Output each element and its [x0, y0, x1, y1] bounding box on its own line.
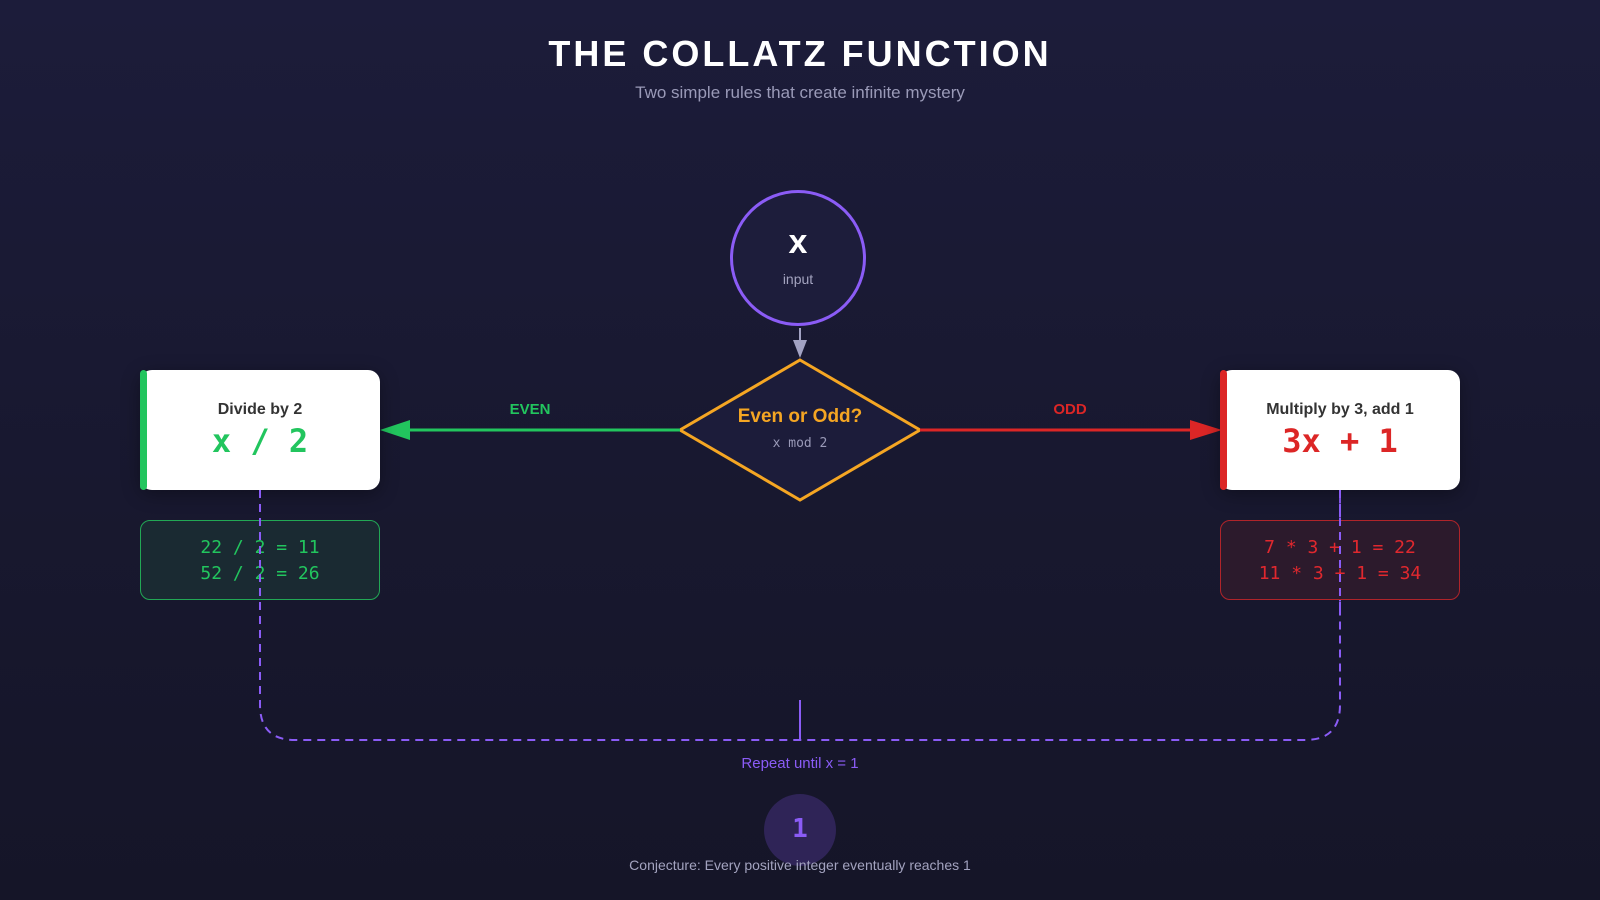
decision-diamond: [677, 358, 923, 502]
left-arrow-icon: [380, 420, 410, 440]
even-rule-formula: x / 2: [211, 422, 309, 460]
terminal-node: 1: [764, 794, 836, 866]
odd-rule-title: Multiply by 3, add 1: [1266, 401, 1414, 418]
even-example: 22 / 2 = 11: [200, 537, 320, 558]
down-arrow-icon: [793, 340, 807, 358]
even-label: EVEN: [509, 401, 551, 418]
input-node: x input: [730, 190, 866, 326]
even-rule-title: Divide by 2: [217, 401, 303, 418]
even-rule-card: Divide by 2 x / 2: [140, 370, 380, 490]
even-example: 52 / 2 = 26: [200, 563, 320, 584]
loop-label: Repeat until x = 1: [741, 755, 859, 772]
odd-example: 7 * 3 + 1 = 22: [1264, 537, 1416, 558]
page-title: THE COLLATZ FUNCTION: [548, 33, 1052, 74]
even-accent-bar: [140, 370, 147, 490]
input-label: input: [782, 271, 814, 287]
odd-label: ODD: [1053, 401, 1087, 418]
conjecture-caption: Conjecture: Every positive integer event…: [629, 857, 971, 873]
odd-examples-box: 7 * 3 + 1 = 22 11 * 3 + 1 = 34: [1220, 520, 1460, 600]
even-examples-box: 22 / 2 = 11 52 / 2 = 26: [140, 520, 380, 600]
decision-question: Even or Odd?: [737, 406, 863, 427]
page-subtitle: Two simple rules that create infinite my…: [635, 83, 965, 102]
right-arrow-icon: [1190, 420, 1222, 440]
input-symbol: x: [788, 223, 808, 261]
odd-accent-bar: [1220, 370, 1227, 490]
decision-expression: x mod 2: [772, 436, 828, 451]
odd-example: 11 * 3 + 1 = 34: [1258, 563, 1422, 584]
odd-rule-card: Multiply by 3, add 1 3x + 1: [1220, 370, 1460, 490]
odd-rule-formula: 3x + 1: [1282, 422, 1398, 460]
